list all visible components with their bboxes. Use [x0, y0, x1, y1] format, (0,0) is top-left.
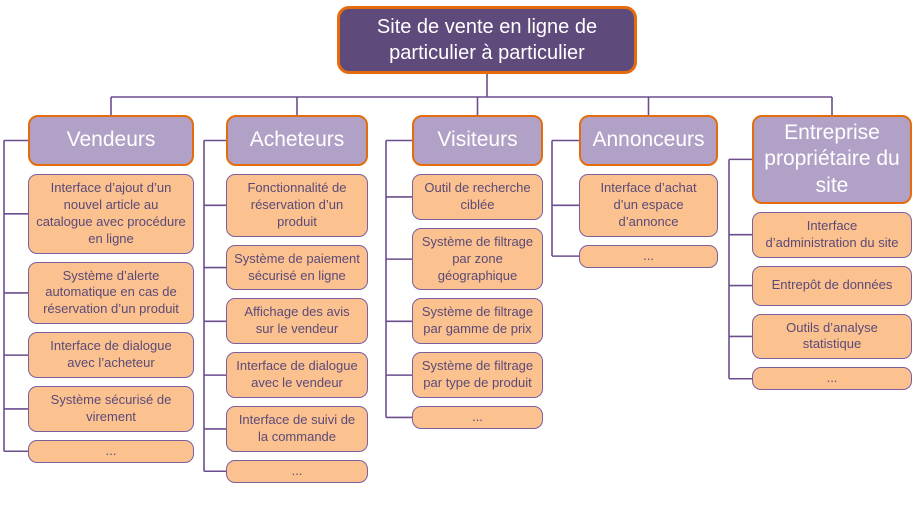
root-node: Site de vente en ligne de particulier à … [337, 6, 637, 74]
feature-node: Interface d’achat d’un espace d’annonce [579, 174, 718, 237]
feature-node: Système de filtrage par gamme de prix [412, 298, 543, 345]
branch-header-vendeurs: Vendeurs [28, 115, 194, 166]
feature-node: Fonctionnalité de réservation d’un produ… [226, 174, 368, 237]
feature-node: Outil de recherche ciblée [412, 174, 543, 220]
feature-node-ellipsis: ... [28, 439, 194, 463]
branch-column-visiteurs: Visiteurs Outil de recherche ciblée Syst… [412, 115, 543, 429]
feature-node: Affichage des avis sur le vendeur [226, 298, 368, 345]
feature-node: Interface de suivi de la commande [226, 406, 368, 452]
feature-node: Système sécurisé de virement [28, 386, 194, 432]
feature-node: Système de paiement sécurisé en ligne [226, 244, 368, 291]
feature-node: Outils d’analyse statistique [752, 313, 912, 360]
feature-node: Interface d’administration du site [752, 211, 912, 258]
branch-column-acheteurs: Acheteurs Fonctionnalité de réservation … [226, 115, 368, 483]
branch-header-annonceurs: Annonceurs [579, 115, 718, 166]
feature-node-ellipsis: ... [752, 367, 912, 391]
branch-header-entreprise: Entreprise propriétaire du site [752, 115, 912, 204]
feature-node: Entrepôt de données [752, 265, 912, 306]
feature-node-ellipsis: ... [226, 459, 368, 483]
branch-header-acheteurs: Acheteurs [226, 115, 368, 166]
feature-node: Interface de dialogue avec l’acheteur [28, 332, 194, 379]
feature-node: Interface d’ajout d’un nouvel article au… [28, 174, 194, 254]
branch-column-entreprise: Entreprise propriétaire du site Interfac… [752, 115, 912, 391]
feature-node: Système de filtrage par type de produit [412, 352, 543, 399]
branch-column-annonceurs: Annonceurs Interface d’achat d’un espace… [579, 115, 718, 268]
feature-node: Interface de dialogue avec le vendeur [226, 352, 368, 399]
feature-node: Système de filtrage par zone géographiqu… [412, 227, 543, 291]
branch-header-visiteurs: Visiteurs [412, 115, 543, 166]
feature-node-ellipsis: ... [412, 406, 543, 429]
branch-column-vendeurs: Vendeurs Interface d’ajout d’un nouvel a… [28, 115, 194, 463]
feature-node: Système d’alerte automatique en cas de r… [28, 261, 194, 325]
feature-node-ellipsis: ... [579, 244, 718, 268]
